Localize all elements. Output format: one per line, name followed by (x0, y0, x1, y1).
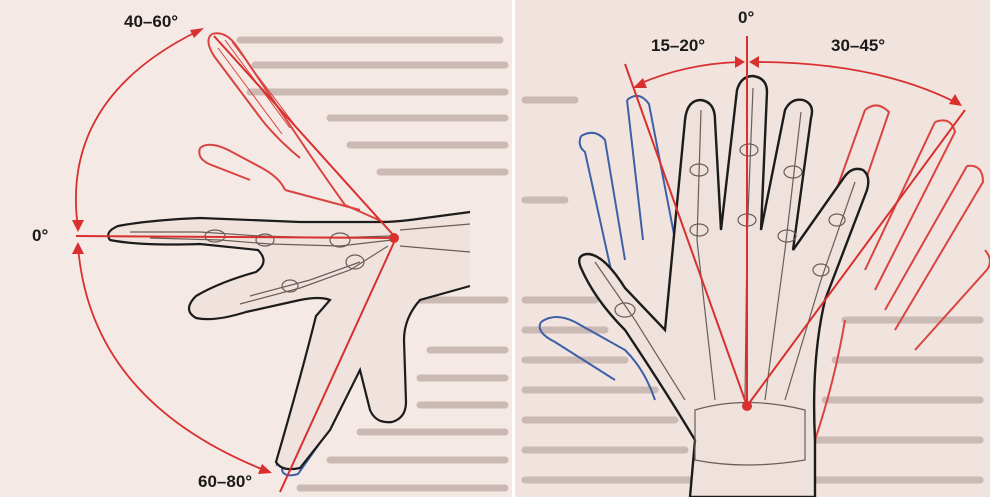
flexion-range-label: 60–80° (198, 472, 252, 492)
ulnar-arc (755, 62, 955, 102)
deviation-panel: 0° 15–20° 30–45° (515, 0, 990, 497)
extension-range-label: 40–60° (124, 12, 178, 32)
deviation-diagram (515, 0, 990, 497)
neutral-position-label-left: 0° (32, 226, 48, 246)
radial-arc (639, 62, 739, 84)
flexion-extension-diagram (0, 0, 512, 497)
flexion-extension-panel: 40–60° 0° 60–80° (0, 0, 512, 497)
radial-deviation-range-label: 15–20° (651, 36, 705, 56)
neutral-position-label-right: 0° (738, 8, 754, 28)
neutral-hand-outline (579, 76, 868, 497)
range-arcs (633, 56, 962, 106)
ulnar-deviation-hand-outline (815, 105, 990, 440)
wrist-pivot-point (390, 234, 398, 242)
extension-arc (76, 32, 196, 228)
ulnar-deviation-range-label: 30–45° (831, 36, 885, 56)
wrist-pivot-point (743, 402, 751, 410)
